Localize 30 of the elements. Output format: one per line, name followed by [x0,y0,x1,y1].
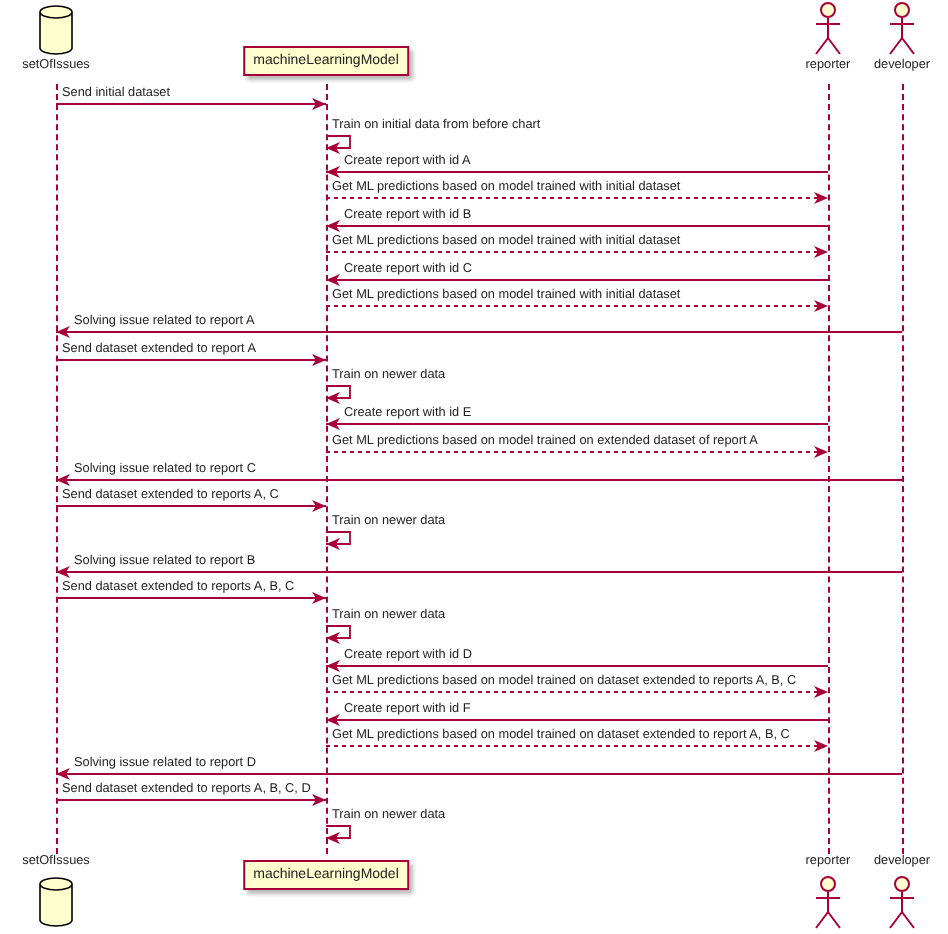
self-message-arrow [325,385,351,404]
message-arrow [325,740,829,752]
message-arrow [55,592,327,604]
self-message-arrow [325,135,351,154]
message-arrow [325,192,829,204]
lifeline [827,84,829,854]
message-arrow [325,274,829,286]
lifeline [55,84,57,854]
self-message-arrow [325,531,351,550]
lifeline [325,84,327,854]
message-arrow [325,660,829,672]
message-arrow [55,768,903,780]
message-arrow [325,714,829,726]
message-arrow [325,246,829,258]
message-arrow [325,446,829,458]
message-arrow [55,98,327,110]
message-arrow [55,794,327,806]
message-arrow [325,686,829,698]
message-arrow [55,354,327,366]
self-message-arrow [325,625,351,644]
self-message-arrow [325,825,351,844]
lifeline [901,84,903,854]
message-arrow [55,566,903,578]
message-arrow [55,474,903,486]
message-arrow [325,418,829,430]
message-arrow [55,326,903,338]
message-arrow [325,220,829,232]
message-arrow [325,300,829,312]
message-arrow [55,500,327,512]
message-arrow [325,166,829,178]
